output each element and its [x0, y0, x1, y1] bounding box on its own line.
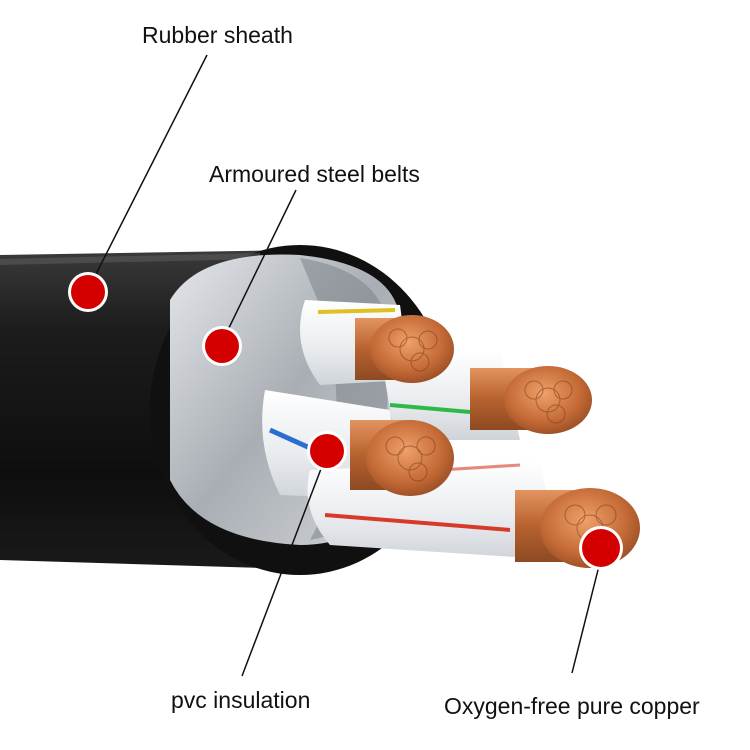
marker-rubber-sheath: [68, 272, 108, 312]
leader-pvc-insulation: [241, 460, 325, 677]
label-pvc-insulation: pvc insulation: [171, 687, 311, 713]
stripe-blue: [268, 427, 312, 451]
leader-rubber-sheath: [91, 54, 208, 283]
copper-conductor-1: [355, 315, 454, 383]
marker-steel-belts: [202, 326, 242, 366]
copper-conductor-3: [350, 420, 454, 496]
copper-conductor-2: [470, 366, 592, 434]
label-armoured-steel-belts: Armoured steel belts: [209, 161, 420, 187]
sheath-highlight: [0, 253, 261, 265]
leader-copper: [571, 557, 602, 674]
leader-steel-belts: [224, 189, 297, 337]
copper-strands: [385, 328, 617, 554]
stripe-yellow: [317, 308, 396, 314]
marker-pvc-insulation: [307, 431, 347, 471]
label-rubber-sheath: Rubber sheath: [142, 22, 293, 48]
label-oxygen-free-copper: Oxygen-free pure copper: [444, 693, 700, 719]
stripe-green: [389, 403, 471, 414]
stripe-red: [324, 513, 511, 532]
stripe-red-2: [439, 463, 521, 472]
marker-copper: [579, 526, 623, 570]
